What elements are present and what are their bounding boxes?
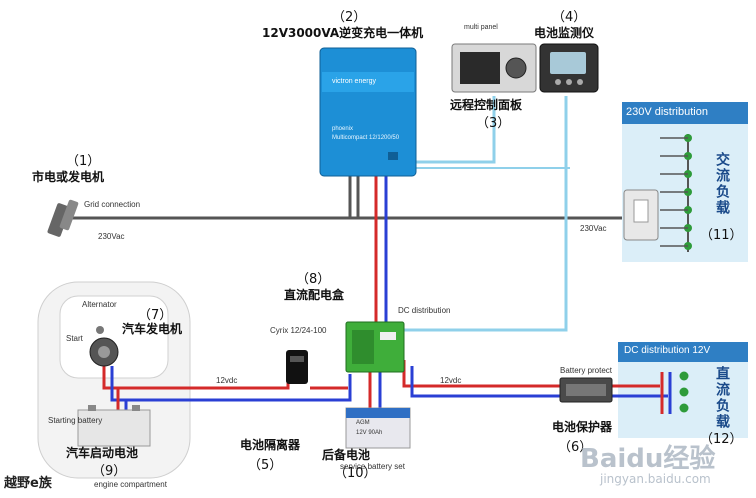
dc-neg-protect bbox=[410, 366, 560, 398]
label-service: 后备电池 bbox=[322, 448, 371, 462]
label-battery-protect: Battery protect bbox=[560, 366, 613, 375]
dc-load-dot bbox=[679, 371, 689, 381]
label-12vdc-right: 12vdc bbox=[440, 376, 462, 385]
label-engine-compartment: engine compartment bbox=[94, 480, 167, 489]
dc-pos-protect bbox=[402, 360, 560, 388]
watermark-url: jingyan.baidu.com bbox=[600, 472, 711, 486]
starter-battery-icon bbox=[77, 409, 151, 447]
label-agm: AGM bbox=[356, 420, 370, 426]
label-num-8: （8） bbox=[296, 272, 331, 287]
label-num-9: （9） bbox=[92, 464, 127, 479]
label-inverter: 12V3000VA逆变充电一体机 bbox=[262, 26, 424, 40]
dc-distribution-header bbox=[618, 342, 748, 362]
label-dcbox: 直流配电盒 bbox=[284, 288, 345, 302]
label-num-6: （6） bbox=[558, 440, 593, 455]
label-monitor: 电池监测仪 bbox=[534, 26, 595, 40]
label-ac-dist: 230V distribution bbox=[626, 106, 708, 118]
label-protect: 电池保护器 bbox=[552, 420, 613, 434]
label-ac-load: 交流负载 bbox=[714, 152, 730, 216]
dc-load-dot bbox=[679, 387, 689, 397]
label-12vdc-left: 12vdc bbox=[216, 376, 238, 385]
alternator-icon bbox=[89, 326, 119, 367]
cyrix-isolator-icon bbox=[286, 350, 308, 384]
label-multi-panel: multi panel bbox=[464, 24, 498, 31]
watermark-logo: Baidu经验 bbox=[580, 444, 716, 474]
label-num-12: （12） bbox=[700, 432, 743, 447]
dc-load-dots bbox=[679, 371, 689, 413]
label-num-4: （4） bbox=[552, 10, 587, 25]
dc-neg-alternator bbox=[110, 366, 352, 402]
signal-monitor bbox=[404, 96, 568, 332]
label-alternator: Alternator bbox=[82, 300, 117, 309]
label-num-1: （1） bbox=[66, 154, 101, 169]
ac-load-stubs bbox=[660, 137, 688, 247]
label-starter: 汽车启动电池 bbox=[66, 446, 139, 460]
signal-remote bbox=[405, 96, 496, 164]
label-remote: 远程控制面板 bbox=[450, 98, 523, 112]
label-isolator: 电池隔离器 bbox=[240, 438, 301, 452]
label-service-battery-set: service battery set bbox=[340, 462, 405, 471]
label-cyrix: Cyrix 12/24-100 bbox=[270, 326, 327, 335]
ac-distribution-header bbox=[622, 102, 748, 124]
dc-load-dot bbox=[679, 403, 689, 413]
label-phoenix: phoenix bbox=[332, 126, 354, 132]
label-230vac-right: 230Vac bbox=[580, 224, 607, 233]
label-num-7: （7） bbox=[138, 308, 173, 323]
label-num-10: （10） bbox=[334, 466, 377, 481]
label-start: Start bbox=[66, 334, 83, 343]
label-alternator-cn: 汽车发电机 bbox=[122, 322, 183, 336]
inverter-icon bbox=[319, 47, 417, 177]
label-dc-dist-header: DC distribution 12V bbox=[624, 345, 711, 356]
label-num-2: （2） bbox=[332, 10, 367, 25]
label-battery-model: 12V 90Ah bbox=[356, 430, 383, 436]
label-230vac-left: 230Vac bbox=[98, 232, 125, 241]
watermark-left: 越野e族 bbox=[4, 476, 52, 491]
alternator-area bbox=[59, 295, 169, 379]
label-dc-distribution: DC distribution bbox=[398, 306, 451, 315]
label-victron: victron energy bbox=[332, 78, 376, 85]
label-dc-load: 直流负载 bbox=[714, 366, 730, 430]
grid-plug-icon bbox=[47, 199, 79, 237]
label-grid: 市电或发电机 bbox=[32, 170, 105, 184]
label-multicompact: Multicompact 12/1200/50 bbox=[332, 135, 400, 141]
label-num-11: （11） bbox=[700, 228, 743, 243]
label-starting-battery: Starting battery bbox=[48, 416, 103, 425]
label-num-5: （5） bbox=[248, 458, 283, 473]
label-grid-connection: Grid connection bbox=[84, 200, 141, 209]
label-num-3: （3） bbox=[476, 116, 511, 131]
